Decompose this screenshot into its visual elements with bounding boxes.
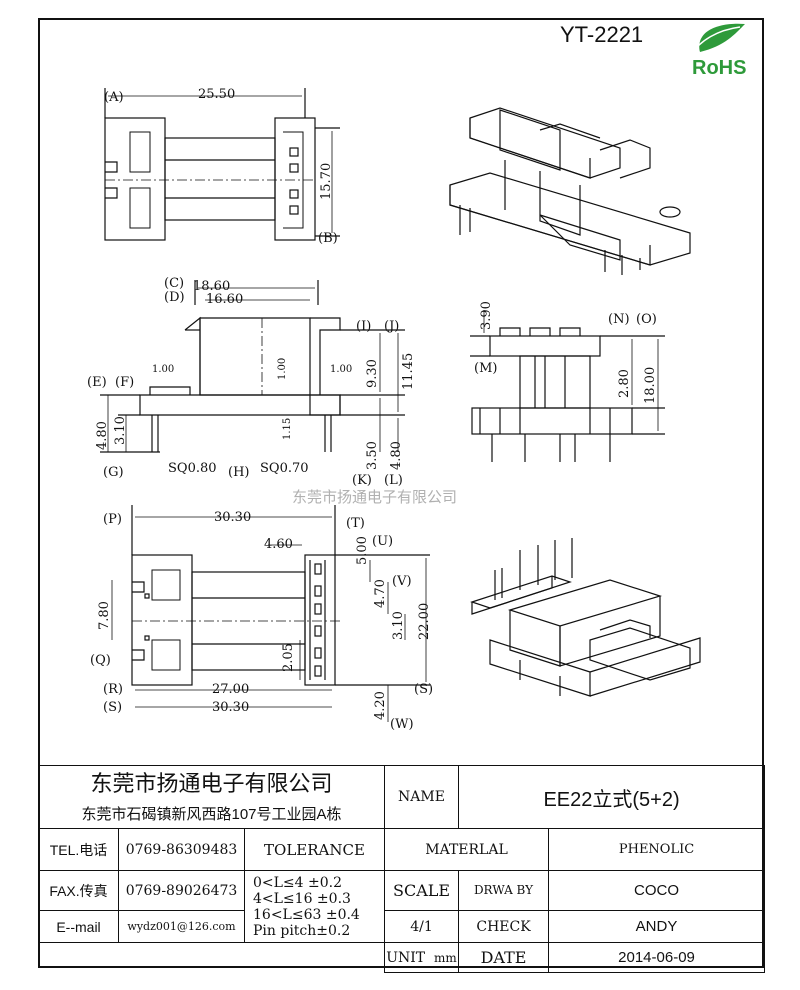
- tolerance-row-4: Pin pitch±0.2: [253, 922, 351, 939]
- title-block: 东莞市扬通电子有限公司 NAME EE22立式(5+2) 东莞市石碣镇新风西路1…: [37, 765, 766, 973]
- dim-11-45: 11.45: [401, 353, 416, 390]
- dim-label-q: (Q): [90, 653, 111, 668]
- dim-sq0-80: SQ0.80: [168, 461, 217, 476]
- dim-2-05: 2.05: [281, 643, 296, 672]
- dim-4-20: 4.20: [373, 691, 388, 720]
- company-name: 东莞市扬通电子有限公司: [37, 765, 386, 799]
- technical-drawing: YT-2221 RoHS 25.50 (A) (B) 15.70: [87, 22, 746, 732]
- dim-15-70: 15.70: [319, 163, 334, 200]
- dim-label-d: (D): [164, 290, 185, 305]
- dim-label-r: (R): [103, 682, 123, 697]
- dim-3-10-bottom: 3.10: [391, 611, 406, 640]
- tel-value: 0769-86309483: [118, 828, 245, 871]
- dim-27-00: 27.00: [212, 682, 249, 697]
- dim-18-60: 18.60: [193, 279, 230, 294]
- dim-label-p: (P): [103, 512, 122, 527]
- dim-label-o: (O): [636, 312, 657, 327]
- top-view: [104, 88, 340, 241]
- dim-9-30: 9.30: [365, 359, 380, 388]
- fax-label: FAX.传真: [38, 870, 119, 911]
- bottom-view: [111, 505, 430, 722]
- leaf-icon: [699, 23, 745, 52]
- dim-4-60: 4.60: [264, 537, 293, 552]
- watermark: 东莞市扬通电子有限公司: [292, 488, 457, 506]
- check-value: ANDY: [548, 910, 766, 943]
- tolerance-row-3: 16<L≤63 ±0.4: [253, 906, 360, 923]
- front-view: [100, 280, 405, 453]
- part-number: YT-2221: [560, 22, 643, 47]
- fax-value: 0769-89026473: [118, 870, 245, 911]
- dim-5-00: 5.00: [355, 536, 370, 565]
- dim-label-u: (U): [372, 534, 393, 549]
- company-address: 东莞市石碣镇新风西路107号工业园A栋: [37, 798, 386, 829]
- dim-label-t: (T): [346, 516, 365, 531]
- dim-30-30-bottom: 30.30: [212, 700, 249, 715]
- rohs-logo: RoHS: [689, 23, 746, 79]
- dim-label-c: (C): [164, 276, 184, 291]
- scale-value: 4/1: [384, 910, 460, 943]
- dim-30-30-top: 30.30: [214, 510, 251, 525]
- dim-label-w: (W): [390, 717, 414, 732]
- dim-16-60: 16.60: [206, 292, 243, 307]
- dim-3-50: 3.50: [365, 441, 380, 470]
- date-value: 2014-06-09: [548, 942, 766, 973]
- name-label: NAME: [384, 765, 460, 829]
- iso-view-top: [449, 107, 691, 275]
- dim-label-i: (I): [356, 319, 371, 334]
- tolerance-row-1: 0<L≤4 ±0.2: [253, 874, 343, 891]
- dim-2-80: 2.80: [617, 369, 632, 398]
- drawn-by-value: COCO: [548, 870, 766, 911]
- dim-1-00-right: 1.00: [330, 364, 352, 375]
- dim-label-f: (F): [115, 375, 134, 390]
- dim-3-10-front: 3.10: [113, 416, 128, 445]
- dim-4-80-left: 4.80: [95, 421, 110, 450]
- dim-25-50: 25.50: [198, 87, 235, 102]
- check-label: CHECK: [458, 910, 550, 943]
- dim-1-00-mid: 1.00: [277, 358, 288, 380]
- iso-view-bottom: [470, 538, 701, 697]
- dim-label-g: (G): [103, 465, 124, 480]
- dim-1-15: 1.15: [282, 418, 293, 440]
- dim-7-80: 7.80: [97, 601, 112, 630]
- name-value: EE22立式(5+2): [458, 765, 766, 829]
- dim-label-s-left: (S): [103, 700, 122, 715]
- material-label: MATERLAL: [384, 828, 550, 871]
- side-view: [470, 310, 665, 462]
- unit-value: mm: [434, 950, 457, 965]
- dim-4-70: 4.70: [373, 579, 388, 608]
- tolerance-label: TOLERANCE: [243, 828, 386, 871]
- rohs-label: RoHS: [692, 57, 746, 79]
- dim-4-80-right: 4.80: [389, 441, 404, 470]
- scale-label: SCALE: [384, 870, 460, 911]
- dim-label-b: (B): [318, 231, 338, 246]
- dim-22-00: 22.00: [417, 603, 432, 640]
- dim-label-m: (M): [474, 361, 497, 376]
- dim-label-a: (A): [104, 90, 124, 105]
- date-label: DATE: [458, 942, 550, 973]
- dim-label-l: (L): [384, 473, 403, 488]
- tolerance-table: 0<L≤4 ±0.2 4<L≤16 ±0.3 16<L≤63 ±0.4 Pin …: [243, 870, 386, 943]
- email-label: E--mail: [38, 910, 119, 943]
- dim-label-e: (E): [87, 375, 107, 390]
- unit-label: UNIT mm: [384, 942, 460, 973]
- dim-sq0-70: SQ0.70: [260, 461, 309, 476]
- dim-label-k: (K): [352, 473, 372, 488]
- email-value: wydz001@126.com: [118, 910, 245, 943]
- dim-label-s-right: (S): [414, 682, 433, 697]
- dim-label-v: (V): [392, 574, 412, 589]
- dim-label-n: (N): [608, 312, 630, 327]
- material-value: PHENOLIC: [548, 828, 766, 871]
- dim-1-00-left: 1.00: [152, 364, 174, 375]
- dim-label-h: (H): [228, 465, 250, 480]
- dim-18-00: 18.00: [643, 367, 658, 404]
- tolerance-row-2: 4<L≤16 ±0.3: [253, 890, 351, 907]
- tel-label: TEL.电话: [38, 828, 119, 871]
- dim-label-j: (J): [384, 319, 399, 334]
- drawn-by-label: DRWA BY: [458, 870, 550, 911]
- dim-3-90: 3.90: [479, 301, 494, 330]
